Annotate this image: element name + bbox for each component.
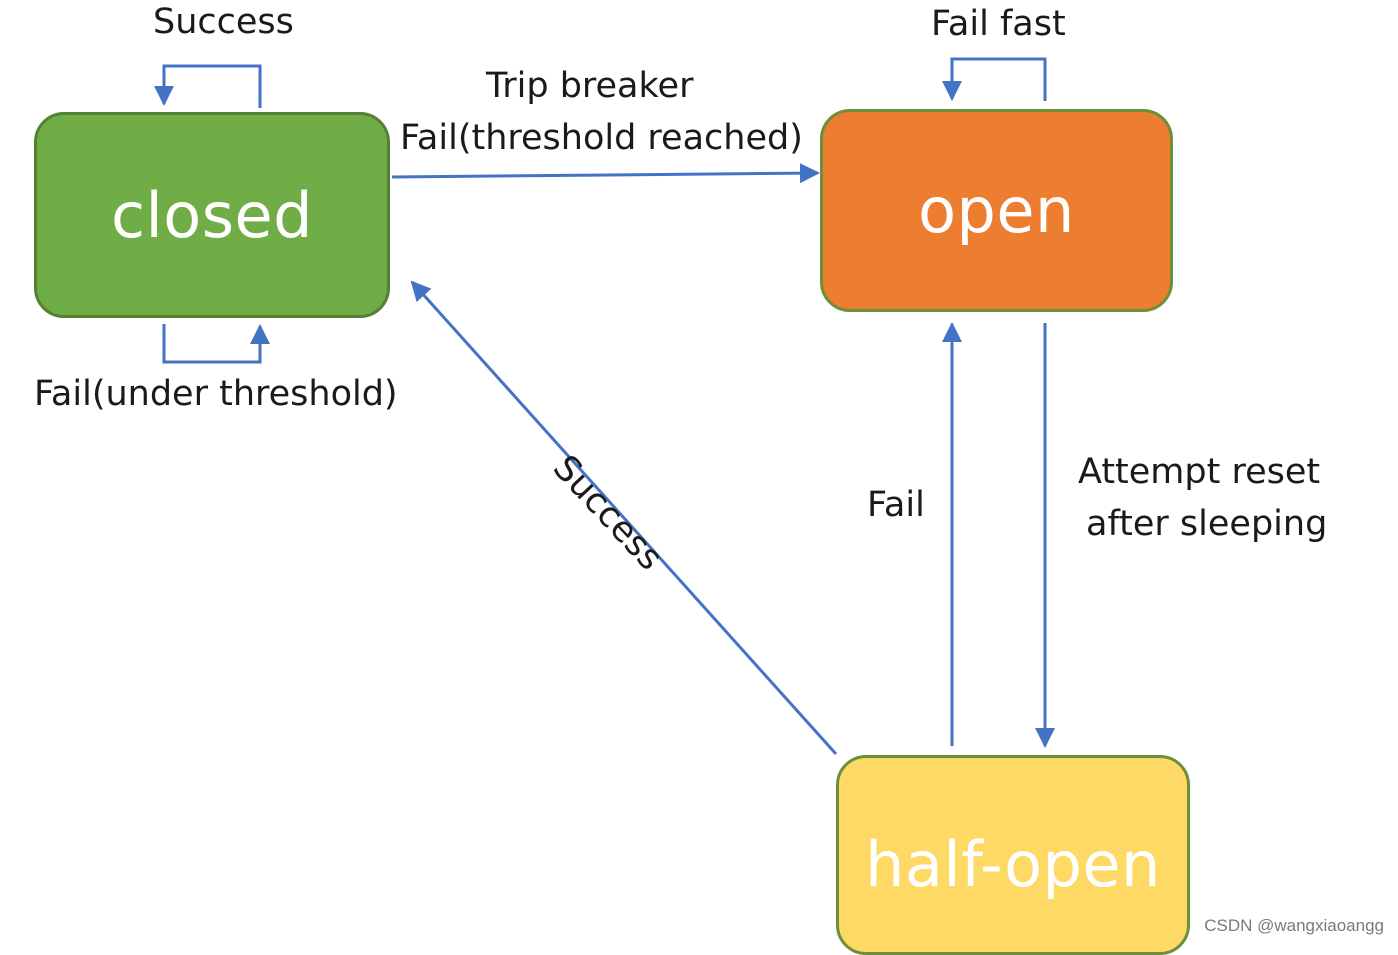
open-self-fail-fast-label: Fail fast <box>931 4 1066 44</box>
closed-self-success-label: Success <box>153 2 294 42</box>
watermark: CSDN @wangxiaoangg <box>1204 916 1384 935</box>
open-self-fail-fast-arrow <box>942 57 1047 101</box>
state-half-open-label: half-open <box>865 828 1161 901</box>
closed-to-open-label-line2: Fail(threshold reached) <box>400 118 803 158</box>
closed-self-fail-arrow <box>162 324 270 364</box>
open-to-half-open-label-line2: after sleeping <box>1086 504 1328 544</box>
state-open: open <box>820 109 1173 312</box>
state-open-label: open <box>918 174 1075 247</box>
closed-self-success-arrow <box>154 64 262 108</box>
state-closed-label: closed <box>110 178 314 252</box>
open-to-half-open-label-line1: Attempt reset <box>1078 452 1321 492</box>
state-half-open: half-open <box>836 755 1190 955</box>
half-open-to-closed-arrow <box>410 280 838 756</box>
closed-to-open-label-line1: Trip breaker <box>486 66 694 106</box>
closed-self-fail-label: Fail(under threshold) <box>34 374 398 414</box>
state-closed: closed <box>34 112 390 318</box>
closed-to-open-arrow <box>391 163 820 184</box>
half-open-to-open-label: Fail <box>867 485 925 525</box>
